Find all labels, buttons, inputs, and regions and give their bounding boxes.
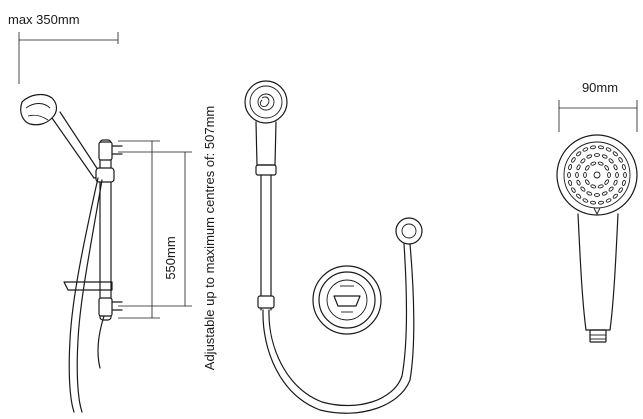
handset-head-outline [556,134,638,216]
spray-nozzle [618,157,623,163]
spray-nozzle [582,147,589,152]
spray-nozzle [576,193,582,199]
spray-nozzle [615,171,619,179]
spray-nozzle [604,179,610,185]
spray-nozzle [584,179,590,185]
max-width-label: max 350mm [8,12,80,27]
spray-nozzle [601,191,608,196]
spray-nozzle [576,179,581,186]
spray-nozzle [589,145,597,150]
spray-nozzle [590,161,597,166]
spray-nozzle [580,186,586,192]
spray-nozzle [567,171,571,179]
spray-nozzle [584,165,590,171]
spray-nozzle [608,186,614,192]
spray-nozzle [613,164,618,171]
head-diameter-label: 90mm [582,80,618,95]
rail-length-label: 550mm [163,236,178,279]
front-view-hose [262,243,415,414]
spray-nozzle [568,179,573,186]
spray-nozzle [586,191,593,196]
spray-nozzle [580,158,586,164]
spray-nozzle [623,171,627,179]
spray-nozzle [618,187,623,193]
spray-nozzle [590,184,597,189]
spray-nozzle [605,147,612,152]
spray-nozzle [607,171,611,179]
spray-nozzle [597,145,605,150]
side-view-handset [20,93,103,179]
max-width-dimension-line [18,32,119,84]
side-view-rail [95,139,123,321]
spray-nozzle [586,154,593,159]
front-view-wall-outlet [395,217,423,245]
rail-length-dimension-line [118,140,160,319]
spray-nozzle [621,164,626,171]
spray-nozzle [583,171,587,179]
spray-nozzle [576,164,581,171]
head-diameter-dimension-line [558,100,638,132]
spray-nozzle [601,154,608,159]
spray-nozzle [605,198,612,203]
side-view-soap-dish [63,281,113,291]
spray-nozzle [576,151,582,157]
adjustable-centres-dimension-line [118,151,192,307]
spray-nozzle [582,198,589,203]
spray-nozzle [571,187,576,193]
handset-face-detail [556,134,638,343]
handset-handle [577,207,619,343]
spray-nozzle [593,153,601,157]
spray-nozzle [612,151,618,157]
spray-nozzle [613,179,618,186]
spray-nozzle [621,179,626,186]
spray-nozzle [612,193,618,199]
spray-nozzle [568,164,573,171]
spray-nozzle [597,200,605,205]
side-view-hose [68,177,105,413]
front-view-mixer-valve [312,265,382,335]
front-view-handset [244,80,288,176]
spray-nozzle [571,157,576,163]
spray-nozzle [597,184,604,189]
adjustable-centres-label: Adjustable up to maximum centres of: 507… [202,106,217,370]
spray-nozzle [593,171,601,179]
spray-nozzle [597,161,604,166]
front-view-rail [257,174,275,311]
spray-nozzle [608,158,614,164]
spray-nozzle [589,200,597,205]
spray-nozzle-pattern [567,145,627,205]
spray-nozzle [575,171,579,179]
spray-nozzle [593,193,601,197]
side-view-shower-kit [20,93,123,413]
front-view-shower-kit [244,80,423,414]
spray-nozzle [604,165,610,171]
